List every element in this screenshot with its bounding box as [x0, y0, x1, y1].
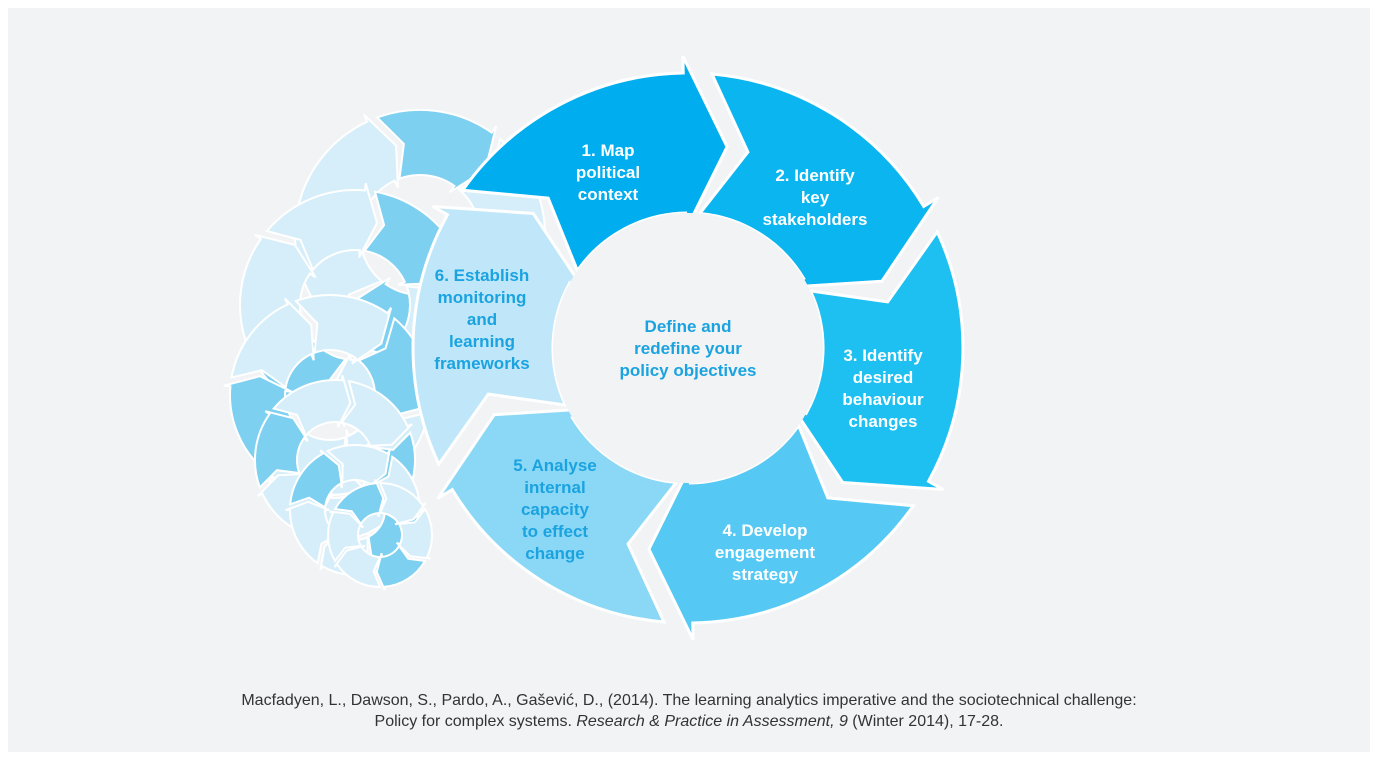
center-label: Define and redefine your policy objectiv…	[619, 317, 757, 380]
citation-line-1: Macfadyen, L., Dawson, S., Pardo, A., Ga…	[241, 692, 1137, 709]
citation-line-2-start: Policy for complex systems.	[374, 713, 577, 730]
citation-line-2-end: (Winter 2014), 17-28.	[847, 713, 1004, 730]
step-5-label: 5. Analyse internal capacity to effect c…	[513, 456, 597, 563]
cycle-ring	[411, 55, 965, 641]
trail-cycle-6-arrow-2	[333, 544, 382, 589]
trail-cycle-4-arrow-6	[339, 379, 413, 448]
citation-line-2: Policy for complex systems. Research & P…	[8, 711, 1370, 732]
trail-cycle-5-arrow-5	[325, 444, 391, 489]
trail-cycle-3-arrow-5	[230, 297, 315, 389]
trail-cycle-6-arrow-3	[327, 510, 365, 563]
step-4-label: 4. Develop engagement strategy	[714, 521, 816, 584]
step-3-label: 3. Identify desired behaviour changes	[842, 346, 924, 431]
trail-cycle-6-arrow-6	[395, 507, 433, 560]
trail-cycle-2-arrow-6	[265, 183, 379, 272]
step-2-label: 2. Identify key stakeholders	[762, 166, 868, 229]
step-3-arrow	[790, 228, 965, 491]
trail-cycle-3-arrow-6	[294, 294, 393, 365]
trail-cycle-5-arrow-4	[289, 449, 344, 510]
trail-cycle-4-arrow-5	[271, 375, 352, 438]
step-6-label: 6. Establish monitoring and learning fra…	[434, 266, 530, 373]
citation: Macfadyen, L., Dawson, S., Pardo, A., Ga…	[8, 690, 1370, 732]
step-1-label: 1. Map political context	[575, 141, 641, 204]
trail-cycle-6-arrow-4	[333, 479, 385, 526]
trail-cycle-6-arrow-5	[378, 481, 427, 526]
trail-cycle-6-arrow-1	[375, 544, 427, 591]
trail-cycle-1-arrow-1	[375, 108, 498, 194]
center-circle	[553, 213, 823, 483]
trail-cycle-4-arrow-4	[253, 410, 309, 490]
step-6-arrow	[411, 205, 586, 468]
citation-journal: Research & Practice in Assessment, 9	[576, 713, 848, 730]
